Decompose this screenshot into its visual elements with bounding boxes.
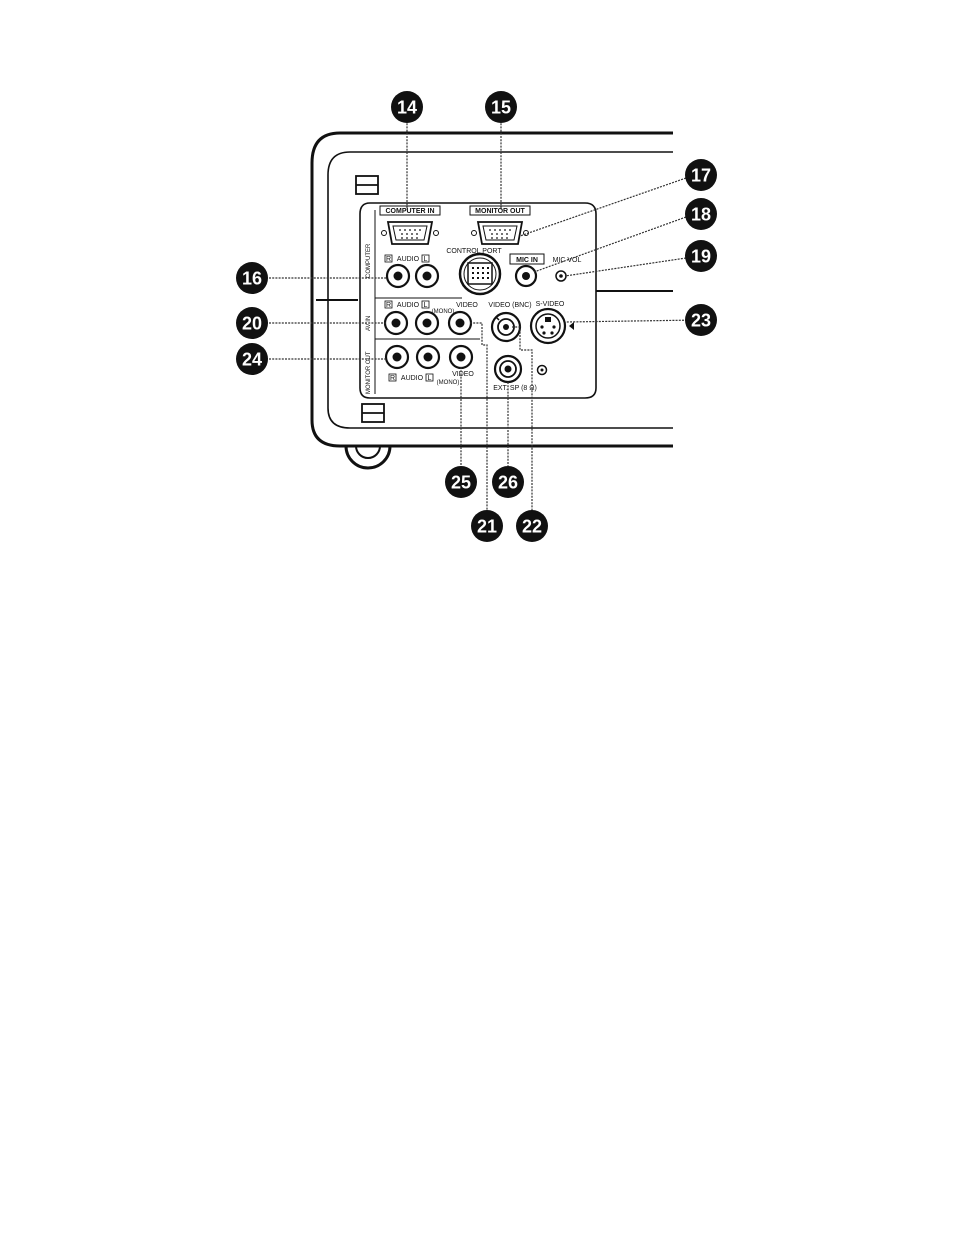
computer-audio-l-jack bbox=[416, 265, 438, 287]
callout-14-number: 14 bbox=[397, 98, 417, 118]
audio-label: AUDIO bbox=[401, 375, 424, 382]
callout-16: 16 bbox=[236, 262, 268, 294]
callout-25-number: 25 bbox=[451, 473, 471, 493]
callout-17: 17 bbox=[685, 159, 717, 191]
r-mark: R bbox=[386, 256, 391, 263]
video-label: VIDEO bbox=[452, 371, 474, 378]
callout-26: 26 bbox=[492, 466, 524, 498]
callout-23: 23 bbox=[685, 304, 717, 336]
l-mark: L bbox=[424, 256, 428, 263]
l-mark: L bbox=[428, 375, 432, 382]
computer-audio-label: R AUDIO L bbox=[385, 255, 429, 263]
callout-19-number: 19 bbox=[691, 247, 711, 267]
callout-19: 19 bbox=[685, 240, 717, 272]
monitor-out-section-label: MONITOR OUT bbox=[366, 351, 372, 394]
callout-20-number: 20 bbox=[242, 314, 262, 334]
callout-22-number: 22 bbox=[522, 517, 542, 537]
monitor-out-audio-r-jack bbox=[386, 346, 408, 368]
video-bnc-label: VIDEO (BNC) bbox=[488, 302, 531, 309]
callout-21: 21 bbox=[471, 510, 503, 542]
r-mark: R bbox=[390, 375, 395, 382]
control-port bbox=[460, 254, 500, 294]
callout-26-number: 26 bbox=[498, 473, 518, 493]
monitor-out-video-jack bbox=[450, 346, 472, 368]
mono-label: (MONO) bbox=[437, 380, 460, 386]
mic-in-label: MIC IN bbox=[516, 257, 538, 264]
callout-23-number: 23 bbox=[691, 311, 711, 331]
monitor-out-audio-l-jack bbox=[417, 346, 439, 368]
callout-14: 14 bbox=[391, 91, 423, 123]
callout-24-number: 24 bbox=[242, 350, 262, 370]
computer-audio-r-jack bbox=[387, 265, 409, 287]
callout-16-number: 16 bbox=[242, 269, 262, 289]
av-in-audio-r-jack bbox=[385, 312, 407, 334]
callout-22: 22 bbox=[516, 510, 548, 542]
ext-sp-jack bbox=[495, 356, 521, 382]
callout-25: 25 bbox=[445, 466, 477, 498]
computer-section-label: COMPUTER bbox=[366, 243, 372, 278]
video-label: VIDEO bbox=[456, 302, 478, 309]
callout-17-number: 17 bbox=[691, 166, 711, 186]
callout-18: 18 bbox=[685, 198, 717, 230]
audio-label: AUDIO bbox=[397, 256, 420, 263]
r-mark: R bbox=[386, 302, 391, 309]
callout-20: 20 bbox=[236, 307, 268, 339]
callout-21-number: 21 bbox=[477, 517, 497, 537]
s-video-label: S-VIDEO bbox=[536, 301, 565, 308]
computer-in-label: COMPUTER IN bbox=[386, 208, 435, 215]
callout-24: 24 bbox=[236, 343, 268, 375]
top-latch-icon bbox=[356, 176, 378, 194]
callout-18-number: 18 bbox=[691, 205, 711, 225]
l-mark: L bbox=[424, 302, 428, 309]
av-in-audio-l-jack bbox=[416, 312, 438, 334]
ground-screw-icon bbox=[538, 366, 547, 375]
monitor-out-label: MONITOR OUT bbox=[475, 208, 525, 215]
ext-sp-label: EXT. SP (8 Ω) bbox=[493, 385, 537, 392]
projector-foot bbox=[346, 446, 390, 468]
callout-15-number: 15 bbox=[491, 98, 511, 118]
av-in-video-jack bbox=[449, 312, 471, 334]
callout-15: 15 bbox=[485, 91, 517, 123]
bottom-latch-icon bbox=[362, 404, 384, 422]
audio-label: AUDIO bbox=[397, 302, 420, 309]
